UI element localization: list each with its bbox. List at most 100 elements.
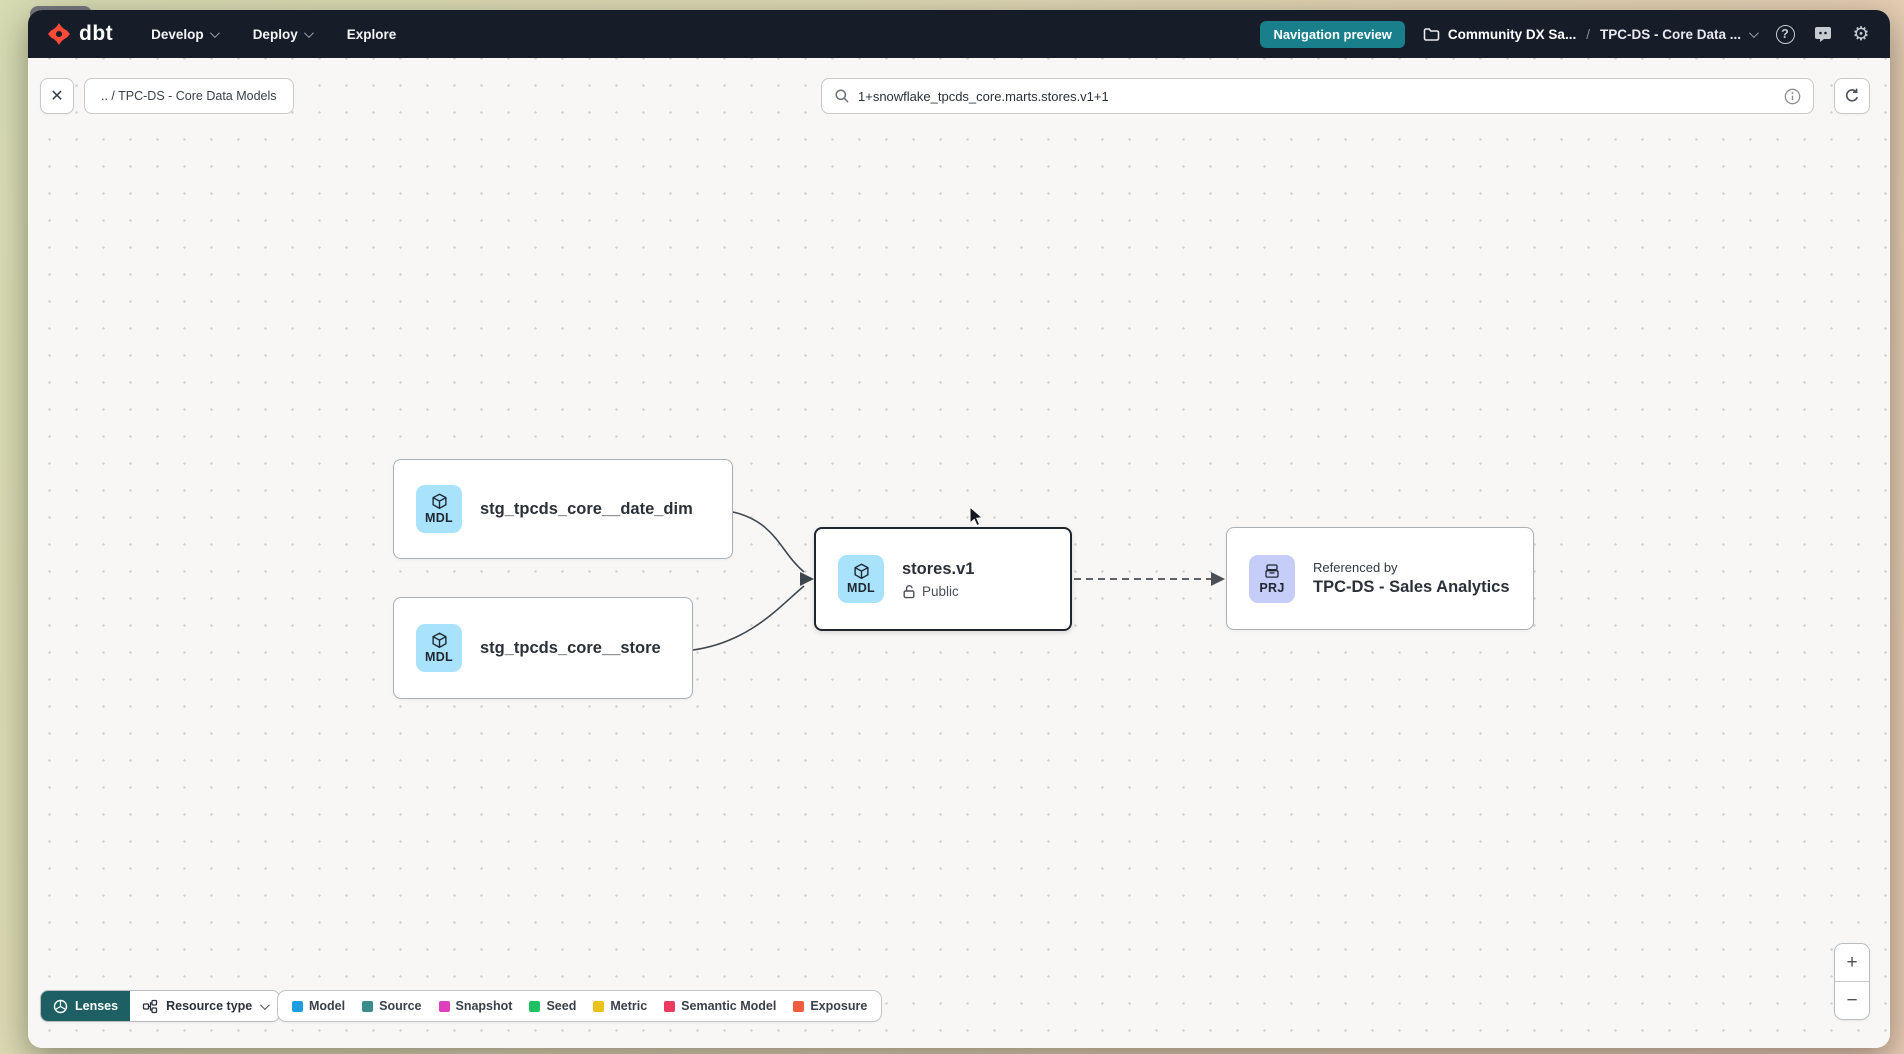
legend-label: Seed bbox=[546, 999, 577, 1013]
edge-date-dim-to-stores bbox=[732, 511, 805, 573]
node-title: TPC-DS - Sales Analytics bbox=[1313, 578, 1510, 596]
legend-label: Metric bbox=[610, 999, 648, 1013]
node-stg-tpcds-core-date-dim[interactable]: MDL stg_tpcds_core__date_dim bbox=[393, 459, 733, 559]
project-badge: PRJ bbox=[1249, 554, 1295, 603]
legend-swatch bbox=[793, 1000, 805, 1012]
folder-icon bbox=[1423, 27, 1440, 41]
node-stg-tpcds-core-store[interactable]: MDL stg_tpcds_core__store bbox=[393, 597, 693, 699]
chevron-down-icon bbox=[209, 27, 220, 38]
legend-swatch bbox=[593, 1000, 605, 1012]
menu-explore[interactable]: Explore bbox=[347, 27, 397, 42]
legend-swatch bbox=[529, 1000, 541, 1012]
resource-type-label: Resource type bbox=[166, 999, 253, 1013]
legend-item-snapshot: Snapshot bbox=[438, 999, 513, 1013]
legend-label: Semantic Model bbox=[681, 999, 777, 1013]
resource-type-icon bbox=[142, 999, 158, 1013]
node-text-block: stores.v1 Public bbox=[902, 560, 974, 599]
legend-label: Snapshot bbox=[455, 999, 513, 1013]
dbt-logo-text: dbt bbox=[79, 22, 114, 45]
chat-bubble-icon bbox=[1815, 26, 1831, 42]
menu-develop[interactable]: Develop bbox=[151, 26, 220, 42]
legend-swatch bbox=[362, 1000, 374, 1012]
legend-label: Model bbox=[309, 999, 346, 1013]
chevron-down-icon bbox=[1748, 27, 1759, 38]
project-breadcrumb[interactable]: Community DX Sa... / TPC-DS - Core Data … bbox=[1423, 26, 1759, 42]
chevron-down-icon bbox=[260, 999, 271, 1010]
resource-legend: Model Source Snapshot Seed Metric Semant… bbox=[277, 990, 883, 1022]
badge-label: MDL bbox=[425, 511, 453, 525]
edge-store-to-stores bbox=[692, 585, 805, 651]
legend-label: Exposure bbox=[810, 999, 868, 1013]
zoom-in-button[interactable]: + bbox=[1835, 944, 1869, 981]
project-stack-icon bbox=[1265, 563, 1279, 578]
mouse-cursor bbox=[969, 506, 984, 527]
refresh-lineage-button[interactable] bbox=[1834, 78, 1870, 114]
navigation-preview-badge[interactable]: Navigation preview bbox=[1260, 20, 1405, 48]
legend-swatch bbox=[438, 1000, 450, 1012]
dbt-logo[interactable]: dbt bbox=[46, 21, 113, 47]
node-title: stg_tpcds_core__store bbox=[480, 638, 661, 657]
help-button[interactable]: ? bbox=[1774, 23, 1796, 45]
node-title: stg_tpcds_core__date_dim bbox=[480, 499, 693, 518]
lens-icon bbox=[53, 999, 68, 1013]
help-icon: ? bbox=[1775, 24, 1795, 44]
resource-type-dropdown[interactable]: Resource type bbox=[130, 991, 280, 1021]
lenses-button[interactable]: Lenses bbox=[41, 991, 131, 1021]
model-badge: MDL bbox=[416, 624, 462, 672]
node-referenced-by-project[interactable]: PRJ Referenced by TPC-DS - Sales Analyti… bbox=[1226, 527, 1534, 630]
app-window: dbt Develop Deploy Explore Navigation pr… bbox=[28, 10, 1890, 1048]
node-pretitle: Referenced by bbox=[1313, 560, 1398, 575]
divider bbox=[1835, 981, 1869, 982]
breadcrumb-page: TPC-DS - Core Data ... bbox=[1599, 26, 1741, 42]
zoom-out-button[interactable]: − bbox=[1835, 982, 1869, 1019]
arrowhead bbox=[1211, 572, 1225, 586]
view-controls: Lenses Resource type bbox=[40, 990, 281, 1022]
settings-button[interactable]: ⚙ bbox=[1850, 23, 1872, 45]
chevron-down-icon bbox=[303, 27, 314, 38]
close-icon: ✕ bbox=[50, 88, 64, 105]
info-icon[interactable] bbox=[1784, 88, 1801, 105]
navbar-icons: ? ⚙ bbox=[1774, 23, 1872, 45]
lineage-search-bar bbox=[821, 78, 1814, 114]
node-access: Public bbox=[902, 584, 974, 599]
legend-swatch bbox=[664, 1000, 676, 1012]
model-badge: MDL bbox=[838, 555, 884, 603]
node-text-block: Referenced by TPC-DS - Sales Analytics bbox=[1313, 560, 1510, 597]
menu-deploy-label: Deploy bbox=[252, 26, 298, 42]
menu-explore-label: Explore bbox=[346, 26, 397, 42]
legend-item-semantic-model: Semantic Model bbox=[664, 999, 776, 1013]
main-menu: Develop Deploy Explore bbox=[151, 27, 396, 42]
menu-deploy[interactable]: Deploy bbox=[252, 26, 314, 42]
legend-item-exposure: Exposure bbox=[793, 999, 867, 1013]
node-title: stores.v1 bbox=[902, 559, 975, 578]
arrowhead bbox=[800, 572, 814, 586]
breadcrumb-project: Community DX Sa... bbox=[1447, 26, 1577, 42]
zoom-controls: + − bbox=[1834, 943, 1870, 1020]
gear-icon: ⚙ bbox=[1852, 22, 1870, 45]
unlock-icon bbox=[903, 584, 915, 598]
legend-label: Source bbox=[379, 999, 422, 1013]
model-badge: MDL bbox=[416, 485, 462, 533]
badge-label: MDL bbox=[847, 581, 875, 595]
legend-swatch bbox=[292, 1000, 303, 1012]
refresh-icon bbox=[1845, 88, 1858, 102]
legend-item-model: Model bbox=[292, 999, 345, 1013]
model-cube-icon bbox=[431, 493, 447, 510]
search-icon bbox=[835, 89, 849, 103]
dbt-logo-icon bbox=[48, 23, 70, 45]
model-cube-icon bbox=[431, 632, 447, 649]
feedback-button[interactable] bbox=[1812, 23, 1834, 45]
access-label: Public bbox=[922, 583, 959, 599]
close-lineage-button[interactable]: ✕ bbox=[40, 78, 74, 114]
lenses-label: Lenses bbox=[75, 999, 119, 1013]
model-cube-icon bbox=[853, 563, 869, 580]
lineage-canvas[interactable]: ✕ .. / TPC-DS - Core Data Models bbox=[28, 58, 1890, 1048]
badge-label: PRJ bbox=[1259, 580, 1285, 595]
node-stores-v1[interactable]: MDL stores.v1 Public bbox=[814, 527, 1072, 631]
selector-search-input[interactable] bbox=[858, 88, 1776, 104]
menu-develop-label: Develop bbox=[151, 26, 204, 42]
legend-item-source: Source bbox=[362, 999, 422, 1013]
path-chip-label: .. / TPC-DS - Core Data Models bbox=[101, 89, 277, 103]
breadcrumb-separator: / bbox=[1586, 26, 1590, 42]
lineage-path-chip[interactable]: .. / TPC-DS - Core Data Models bbox=[84, 78, 294, 114]
